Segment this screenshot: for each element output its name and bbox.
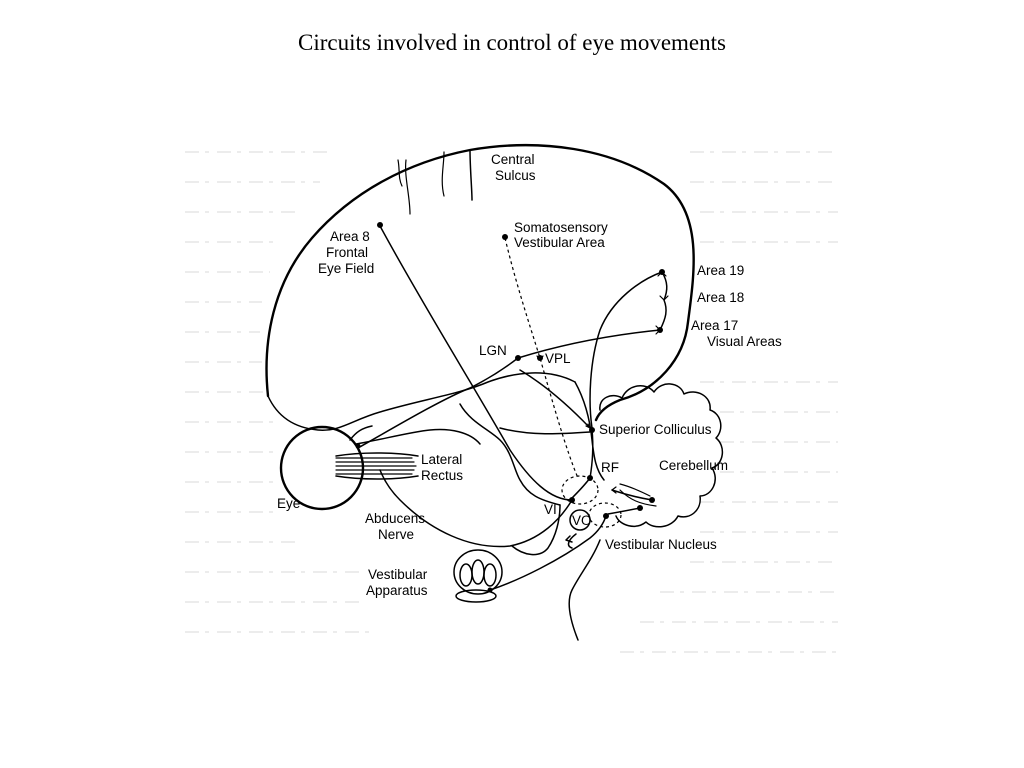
superior-colliculus-to-rf [589, 429, 594, 479]
rf-region [561, 475, 599, 505]
label-vo: VO [572, 513, 592, 528]
brainstem-outline [459, 403, 561, 506]
diagram-labels: Central Sulcus Area 8 Frontal Eye Field … [277, 152, 782, 598]
label-rf: RF [601, 460, 619, 475]
label-vpl: VPL [545, 351, 571, 366]
label-cerebellum: Cerebellum [659, 458, 728, 473]
label-somatosensory: Somatosensory [514, 220, 608, 235]
label-vestibular-apparatus: Apparatus [366, 583, 428, 598]
label-abducens-nerve: Abducens [365, 511, 425, 526]
retina-to-superior-colliculus [499, 427, 591, 435]
cerebellum-folia [619, 489, 657, 507]
eyeball [279, 425, 365, 511]
optic-pathway [357, 357, 519, 449]
label-somatosensory: Vestibular Area [514, 235, 605, 250]
sulcus-line [441, 151, 445, 197]
vo-circle [569, 509, 591, 531]
optic-radiation [517, 329, 661, 359]
cerebral-hemisphere-outline [265, 143, 695, 422]
label-vi: VI [544, 502, 557, 517]
label-abducens-nerve: Nerve [378, 527, 414, 542]
thalamus-to-superior-colliculus [519, 369, 591, 429]
central-sulcus [469, 149, 473, 201]
vo-loop-arrow [565, 533, 577, 549]
vestibular-nerve [489, 515, 607, 591]
abducens-nerve [379, 469, 573, 548]
scan-background-texture [185, 151, 838, 653]
optic-pathway [355, 428, 481, 445]
vestibular-apparatus [453, 549, 503, 603]
label-area18: Area 18 [697, 290, 744, 305]
label-central-sulcus: Central [491, 152, 535, 167]
cerebellum-to-vestibular-nucleus [611, 489, 653, 501]
optic-nerve-stub [349, 425, 373, 441]
visual-area-connection [659, 271, 668, 331]
sulcus-line [404, 159, 411, 215]
label-area8: Frontal [326, 245, 368, 260]
label-lgn: LGN [479, 343, 507, 358]
rf-to-vi [571, 477, 591, 499]
label-area17: Area 17 [691, 318, 738, 333]
label-vestibular-apparatus: Vestibular [368, 567, 428, 582]
lateral-rectus-muscle [335, 452, 419, 480]
cerebellum-to-vestibular-nucleus [607, 507, 641, 515]
label-area8: Area 8 [330, 229, 370, 244]
cerebellum-folia [619, 483, 651, 497]
brainstem-outline [568, 539, 601, 641]
cerebellum-outline [599, 383, 724, 528]
label-lateral-rectus: Lateral [421, 452, 462, 467]
synaptic-terminals [536, 271, 669, 494]
label-lateral-rectus: Rectus [421, 468, 463, 483]
label-visual-areas: Visual Areas [707, 334, 782, 349]
area19-to-superior-colliculus [589, 271, 663, 429]
hemisphere-lower-boundary [267, 372, 576, 431]
slide-title: Circuits involved in control of eye move… [298, 30, 726, 55]
pathway-nodes [355, 222, 665, 593]
label-area19: Area 19 [697, 263, 744, 278]
label-area8: Eye Field [318, 261, 374, 276]
label-vestibular-nucleus: Vestibular Nucleus [605, 537, 717, 552]
label-eye: Eye [277, 496, 300, 511]
frontal-eye-field-projection [379, 225, 573, 501]
somatosensory-vestibular-pathway [504, 237, 579, 479]
label-superior-colliculus: Superior Colliculus [599, 422, 712, 437]
label-central-sulcus: Sulcus [495, 168, 536, 183]
sulcus-line [397, 159, 403, 187]
